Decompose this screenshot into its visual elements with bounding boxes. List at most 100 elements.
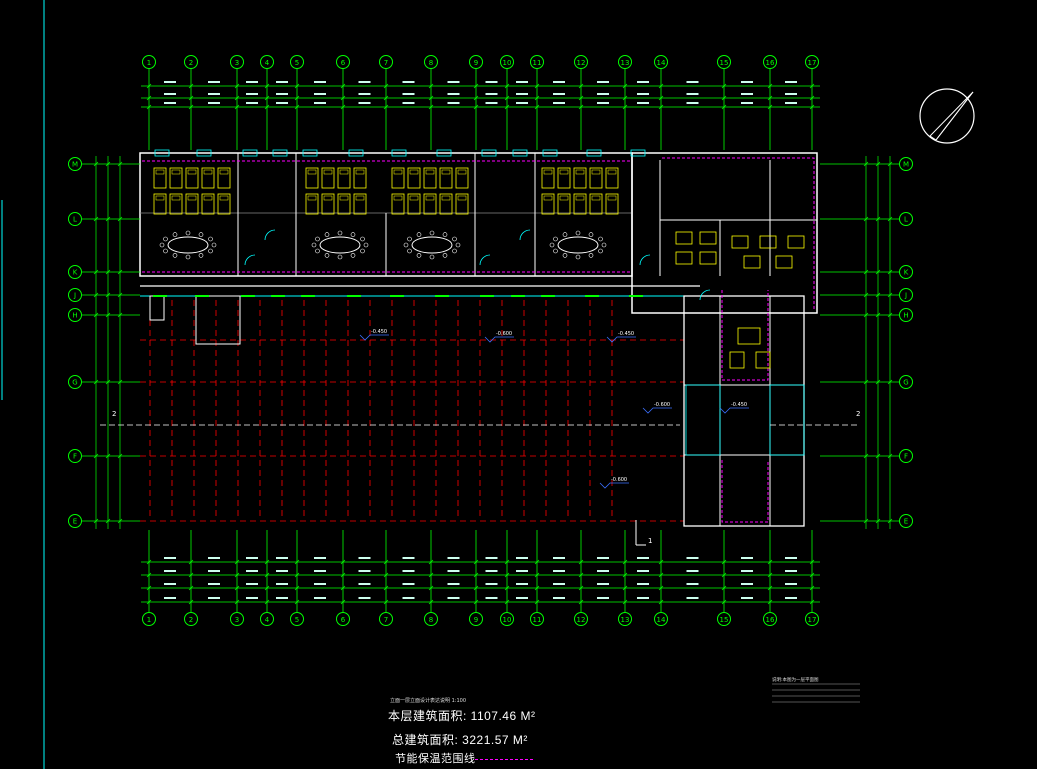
axis-label-top: 12 xyxy=(577,59,586,67)
axis-label-bottom: 13 xyxy=(621,616,630,624)
level-label: -0.600 xyxy=(654,402,670,408)
red-grid-lines xyxy=(140,300,684,522)
level-markers: -0.450 -0.600 -0.450 -0.600 -0.450 -0.600 xyxy=(359,329,749,489)
axis-label-left: G xyxy=(72,379,77,387)
axis-bubble-top xyxy=(260,55,274,69)
axis-label-bottom: 1 xyxy=(147,616,151,624)
axis-label-right: H xyxy=(903,312,908,320)
axis-bubble-top xyxy=(290,55,304,69)
axis-label-right: J xyxy=(904,292,907,300)
section-mark-right-label: 2 xyxy=(856,410,860,418)
axis-bubble-top xyxy=(763,55,777,69)
axis-label-bottom: 4 xyxy=(265,616,270,624)
axis-bubble-top xyxy=(654,55,668,69)
level-label: -0.450 xyxy=(731,402,747,408)
axis-bubble-top xyxy=(574,55,588,69)
axis-label-left: L xyxy=(73,216,77,224)
axis-bubble-left xyxy=(68,308,82,322)
axis-bubble-bottom xyxy=(530,612,544,626)
section-mark-2 xyxy=(100,424,860,546)
axis-bubble-bottom xyxy=(336,612,350,626)
section-mark-label: 2 xyxy=(112,410,116,418)
axis-label-right: L xyxy=(904,216,908,224)
axis-label-bottom: 5 xyxy=(295,616,299,624)
axis-bubble-bottom xyxy=(500,612,514,626)
axis-bubble-bottom xyxy=(618,612,632,626)
axis-label-left: F xyxy=(73,453,77,461)
axis-bubble-top xyxy=(184,55,198,69)
axis-label-bottom: 7 xyxy=(384,616,388,624)
axis-label-top: 4 xyxy=(265,59,270,67)
axis-bubble-left xyxy=(68,212,82,226)
axis-bubble-top xyxy=(142,55,156,69)
notes-small: 立面一层立面设计表达说明 1:100 xyxy=(390,698,466,704)
axis-label-bottom: 17 xyxy=(808,616,817,624)
axis-bubble-right xyxy=(899,375,913,389)
insulation-legend-line xyxy=(475,759,533,760)
axis-bubble-top xyxy=(336,55,350,69)
axis-label-top: 6 xyxy=(341,59,346,67)
insulation-boundary xyxy=(142,157,815,523)
axis-label-top: 2 xyxy=(189,59,193,67)
insulation-label: 节能保温范围线 xyxy=(395,753,476,765)
axis-bubble-top xyxy=(717,55,731,69)
building-walls xyxy=(139,152,818,527)
axis-label-right: K xyxy=(904,269,909,277)
axis-label-bottom: 14 xyxy=(657,616,666,624)
axis-label-top: 8 xyxy=(429,59,433,67)
axis-label-left: M xyxy=(72,161,78,169)
axis-label-bottom: 3 xyxy=(235,616,239,624)
axis-bubble-top xyxy=(530,55,544,69)
axis-label-top: 15 xyxy=(720,59,729,67)
axis-label-left: K xyxy=(73,269,78,277)
axis-bubble-top xyxy=(618,55,632,69)
axis-label-bottom: 11 xyxy=(533,616,542,624)
axis-label-bottom: 9 xyxy=(474,616,478,624)
axis-bubble-bottom xyxy=(290,612,304,626)
axis-bubble-top xyxy=(805,55,819,69)
axis-label-right: E xyxy=(904,518,908,526)
axis-label-bottom: 16 xyxy=(766,616,775,624)
axis-label-top: 3 xyxy=(235,59,239,67)
axis-label-bottom: 6 xyxy=(341,616,346,624)
axis-bubble-bottom xyxy=(469,612,483,626)
axis-bubble-top xyxy=(379,55,393,69)
axis-bubble-left xyxy=(68,514,82,528)
dimension-chains xyxy=(93,81,893,605)
axis-bubble-top xyxy=(424,55,438,69)
level-label: -0.450 xyxy=(371,329,387,335)
axis-bubble-bottom xyxy=(260,612,274,626)
axis-label-right: G xyxy=(903,379,908,387)
axis-label-top: 11 xyxy=(533,59,542,67)
axis-bubble-bottom xyxy=(574,612,588,626)
axis-bubble-left xyxy=(68,265,82,279)
axis-bubble-bottom xyxy=(763,612,777,626)
axis-bubble-left xyxy=(68,449,82,463)
axis-bubble-top xyxy=(230,55,244,69)
doors-windows xyxy=(153,149,805,456)
axis-label-top: 14 xyxy=(657,59,666,67)
level-label: -0.600 xyxy=(496,331,512,337)
axis-label-top: 16 xyxy=(766,59,775,67)
level-label: -0.450 xyxy=(618,331,634,337)
floor-area-label: 本层建筑面积: 1107.46 M² xyxy=(388,709,536,723)
legend-block xyxy=(772,683,860,703)
axis-label-bottom: 10 xyxy=(503,616,512,624)
axis-bubble-right xyxy=(899,157,913,171)
axis-bubble-left xyxy=(68,375,82,389)
axis-label-left: E xyxy=(73,518,77,526)
axis-bubble-bottom xyxy=(142,612,156,626)
axis-label-bottom: 8 xyxy=(429,616,433,624)
axis-bubble-right xyxy=(899,514,913,528)
axis-bubble-right xyxy=(899,265,913,279)
axis-bubble-left xyxy=(68,157,82,171)
axis-label-top: 9 xyxy=(474,59,478,67)
axis-bubble-right xyxy=(899,288,913,302)
axis-bubble-bottom xyxy=(230,612,244,626)
axis-label-top: 7 xyxy=(384,59,388,67)
axis-bubble-bottom xyxy=(379,612,393,626)
level-label: -0.600 xyxy=(611,477,627,483)
axis-label-top: 10 xyxy=(503,59,512,67)
